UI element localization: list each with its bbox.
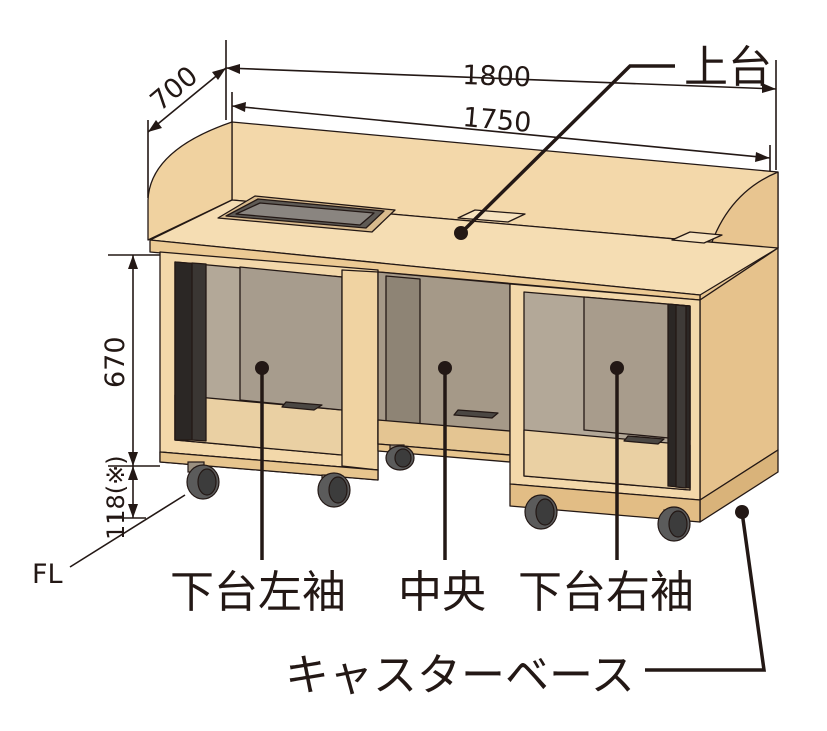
- floor-level-label: FL: [32, 559, 63, 590]
- leader-dots: [255, 226, 749, 519]
- cable-slot-icon: [217, 195, 396, 233]
- label-right-cabinet: 下台右袖: [518, 567, 694, 618]
- caster-front-left: [186, 461, 220, 500]
- height-body-label: 670: [100, 336, 131, 388]
- dimension-arrows: [128, 64, 776, 518]
- label-left-cabinet: 下台左袖: [170, 567, 346, 618]
- leader-lines: [260, 64, 767, 672]
- width-outer-label: 1800: [462, 60, 532, 93]
- width-inner-label: 1750: [461, 102, 532, 139]
- label-caster-base: キャスターベース: [285, 650, 635, 701]
- label-top-desk: 上台: [684, 42, 772, 93]
- caster-front-mid: [317, 472, 351, 508]
- dimension-lines: [69, 40, 777, 568]
- caster-front-right-1: [524, 494, 558, 530]
- height-base-label: 118(※): [102, 455, 130, 540]
- caster-back-center: [385, 444, 415, 471]
- caster-front-right-2: [657, 506, 691, 542]
- depth-label: 700: [145, 60, 204, 117]
- label-center: 中央: [398, 567, 486, 618]
- caster-wheel-icon: [186, 444, 691, 542]
- desk-body: [147, 121, 779, 523]
